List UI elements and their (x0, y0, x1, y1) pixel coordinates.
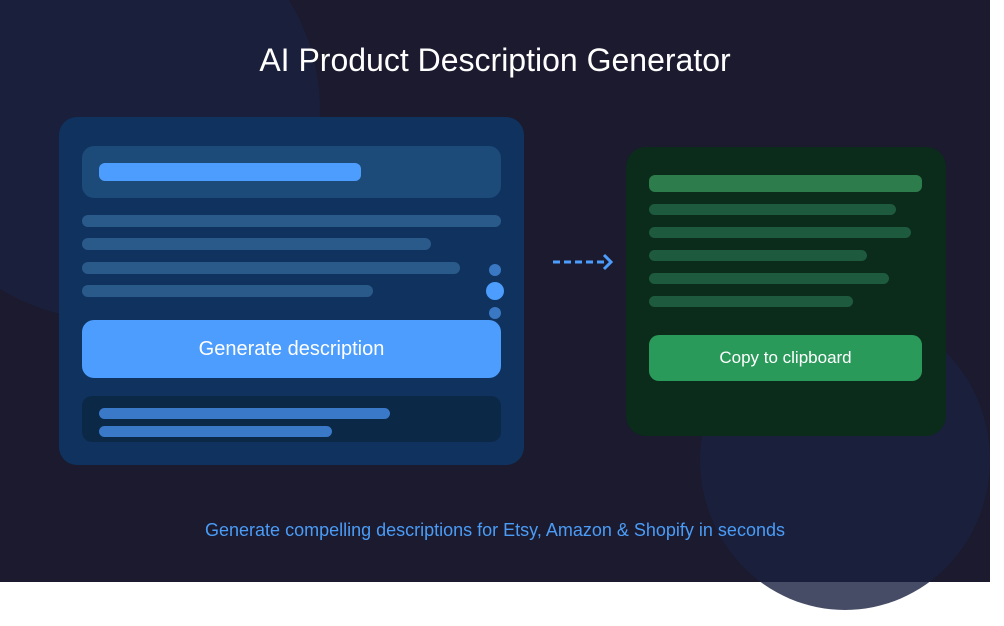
tagline: Generate compelling descriptions for Ets… (205, 520, 785, 540)
product-title-field[interactable] (82, 146, 501, 198)
hero-banner: AI Product Description Generator Generat… (0, 0, 990, 582)
keywords-field[interactable] (82, 396, 501, 442)
text-line (649, 204, 896, 215)
dashed-arrow-right-icon (553, 253, 614, 271)
generate-description-button[interactable]: Generate description (82, 320, 501, 378)
text-line (82, 238, 431, 250)
copy-to-clipboard-button[interactable]: Copy to clipboard (649, 335, 922, 381)
text-line (82, 262, 460, 274)
heading-line (649, 175, 922, 192)
text-line (649, 227, 911, 238)
text-line (99, 408, 390, 419)
text-line (99, 426, 332, 437)
text-line (649, 250, 867, 261)
title-placeholder-bar (99, 163, 361, 181)
text-line (649, 273, 889, 284)
output-card: Copy to clipboard (626, 147, 946, 436)
text-line (82, 285, 373, 297)
page-title: AI Product Description Generator (259, 42, 731, 78)
input-card: Generate description (59, 117, 524, 465)
text-line (649, 296, 853, 307)
text-line (82, 215, 501, 227)
